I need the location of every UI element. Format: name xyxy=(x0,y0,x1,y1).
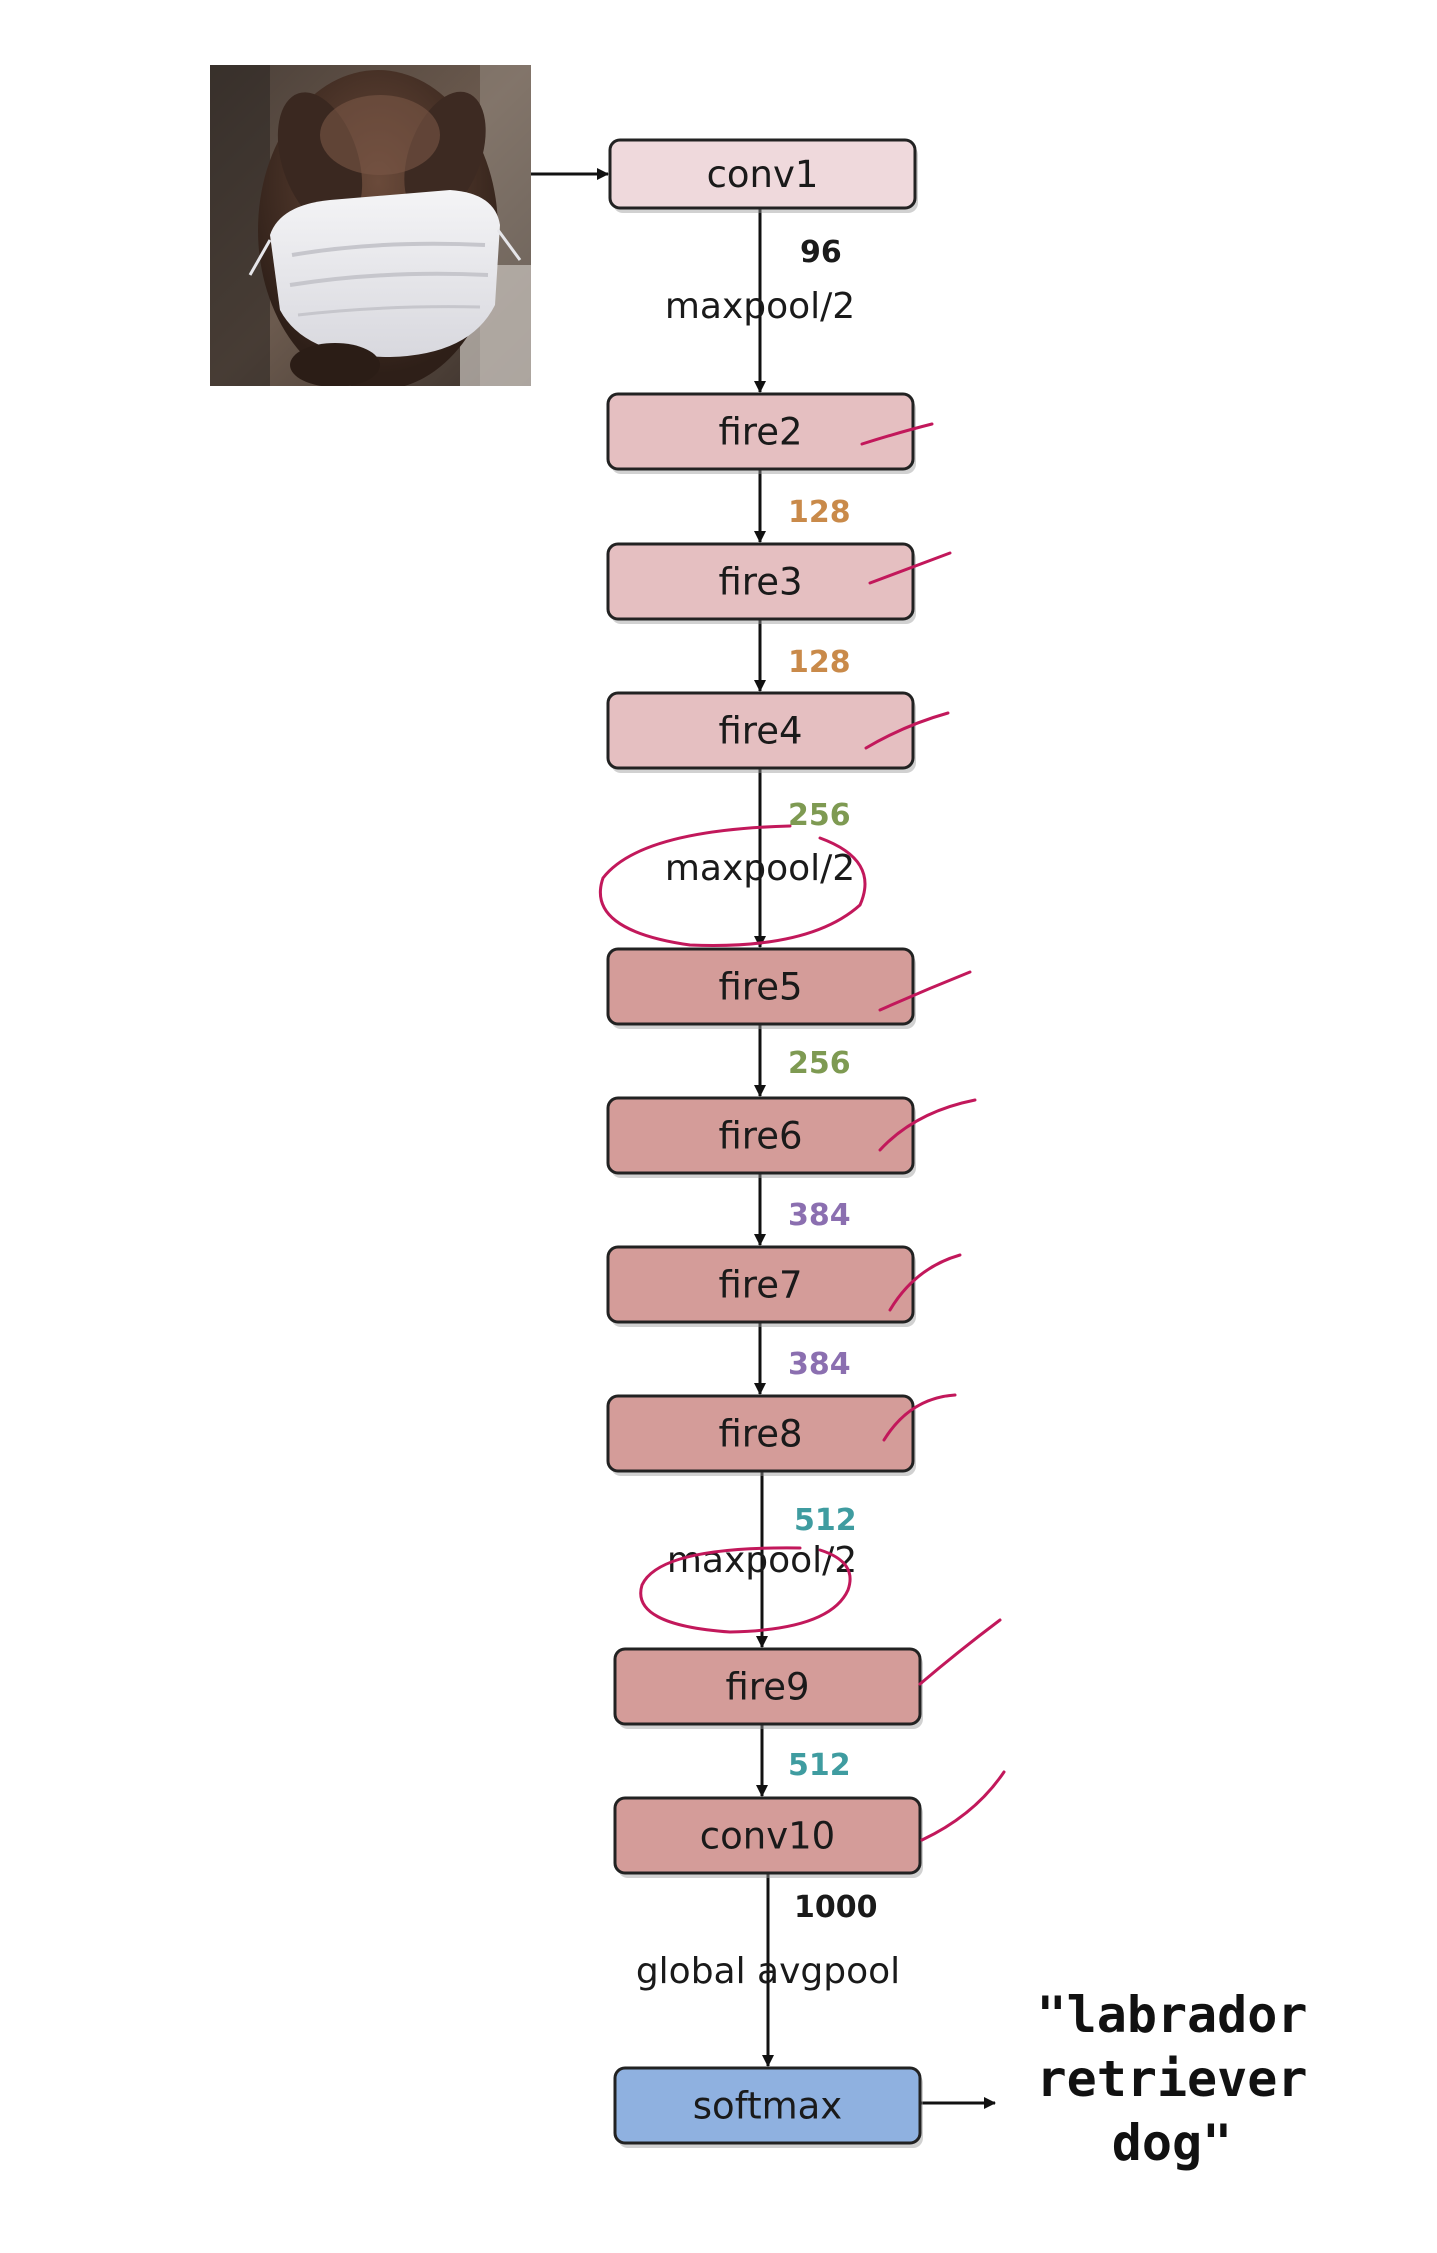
node-label: conv10 xyxy=(700,1815,835,1858)
channel-count-label: 128 xyxy=(788,495,851,530)
checkmark-annotation xyxy=(920,1770,1006,1842)
channel-count-label: 384 xyxy=(788,1347,851,1382)
channel-count-label: 256 xyxy=(788,798,851,833)
node-box xyxy=(606,1096,915,1175)
layer-node-fire4: fire4 xyxy=(606,691,916,773)
layer-node-fire5: fire5 xyxy=(606,947,916,1029)
checkmark-annotation xyxy=(918,1618,1002,1686)
layer-node-conv1: conv1 xyxy=(608,138,918,213)
channel-count-label: 96 xyxy=(800,235,842,270)
node-label: conv1 xyxy=(707,153,819,196)
predicted-class-label: dog" xyxy=(1112,2114,1232,2172)
pooling-op-label: global avgpool xyxy=(636,1951,900,1992)
node-box xyxy=(613,1647,922,1726)
checkmark-annotation xyxy=(888,1253,962,1312)
node-box xyxy=(613,1796,922,1875)
node-box xyxy=(608,138,917,210)
node-box xyxy=(606,691,915,770)
checkmark-annotation xyxy=(868,551,952,585)
layer-node-fire2: fire2 xyxy=(606,392,916,474)
node-label: fire5 xyxy=(718,966,802,1009)
pooling-op-label: maxpool/2 xyxy=(665,848,855,889)
channel-count-label: 384 xyxy=(788,1198,851,1233)
circle-annotation xyxy=(639,1546,852,1634)
checkmark-annotation xyxy=(860,422,934,446)
circle-annotation xyxy=(598,824,867,947)
edges: 96 maxpool/2 128 128 256 maxpool/2 256 384 384 51… xyxy=(531,168,996,2109)
handwritten-annotations xyxy=(598,422,1006,1842)
layer-node-fire7: fire7 xyxy=(606,1245,916,1327)
pooling-op-label: maxpool/2 xyxy=(667,1540,857,1581)
input-image-dog-with-mask xyxy=(210,65,531,386)
node-box xyxy=(606,1245,915,1324)
node-label: fire4 xyxy=(718,710,802,753)
checkmark-annotation xyxy=(864,711,950,750)
node-box xyxy=(606,1394,915,1473)
predicted-class-label: retriever xyxy=(1037,2050,1308,2108)
checkmark-annotation xyxy=(878,970,972,1012)
layer-node-softmax: softmax xyxy=(613,2066,923,2148)
layer-node-conv10: conv10 xyxy=(613,1796,923,1878)
channel-count-label: 1000 xyxy=(794,1890,878,1925)
channel-count-label: 512 xyxy=(794,1503,857,1538)
node-label: softmax xyxy=(693,2085,842,2128)
node-label: fire6 xyxy=(718,1115,802,1158)
node-label: fire8 xyxy=(718,1413,802,1456)
checkmark-annotation xyxy=(878,1098,977,1152)
node-label: fire3 xyxy=(718,561,802,604)
layer-node-fire8: fire8 xyxy=(606,1394,916,1476)
node-box xyxy=(606,947,915,1026)
node-box xyxy=(613,2066,922,2145)
output-prediction: "labrador retriever dog" xyxy=(1037,1986,1308,2172)
checkmark-annotation xyxy=(882,1393,957,1442)
channel-count-label: 512 xyxy=(788,1748,851,1783)
layer-node-fire6: fire6 xyxy=(606,1096,916,1178)
node-label: fire9 xyxy=(725,1666,809,1709)
node-box xyxy=(606,542,915,621)
node-label: fire2 xyxy=(718,411,802,454)
node-label: fire7 xyxy=(718,1264,802,1307)
layer-node-fire3: fire3 xyxy=(606,542,916,624)
channel-count-label: 256 xyxy=(788,1046,851,1081)
pooling-op-label: maxpool/2 xyxy=(665,286,855,327)
layer-node-fire9: fire9 xyxy=(613,1647,923,1729)
channel-count-label: 128 xyxy=(788,645,851,680)
node-box xyxy=(606,392,915,471)
nodes: conv1 fire2 fire3 fire4 fire5 fire6 fire7 fire8… xyxy=(606,138,923,2148)
predicted-class-label: "labrador xyxy=(1037,1986,1308,2044)
